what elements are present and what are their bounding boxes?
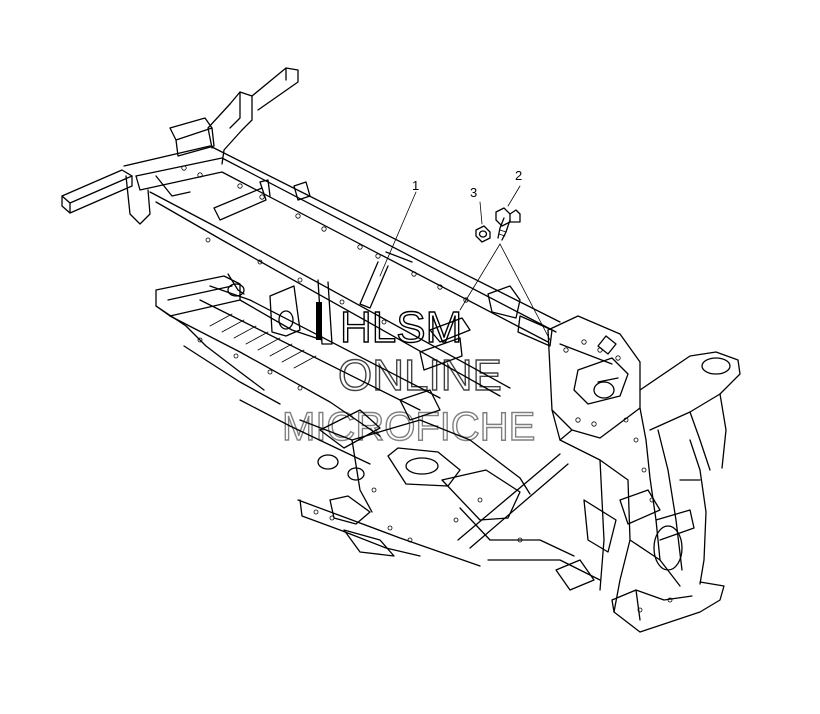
nut-part-3 [475,225,491,243]
watermark-line-3: MICROFICHE [282,405,535,449]
bolt-part-2 [495,207,521,241]
watermark-line-1: HLSM [340,303,462,352]
front-suspension-tower [547,315,741,633]
watermark: HLSM ONLINE MICROFICHE [281,302,536,450]
lower-main-frame [155,273,601,581]
callout-2: 2 [515,168,522,183]
callout-1: 1 [412,178,419,193]
watermark-line-2: ONLINE [338,351,502,400]
callout-3: 3 [470,185,477,200]
leader-lines [379,185,551,341]
watermark-bar-icon [316,302,322,340]
upper-frame-rail [61,67,561,397]
